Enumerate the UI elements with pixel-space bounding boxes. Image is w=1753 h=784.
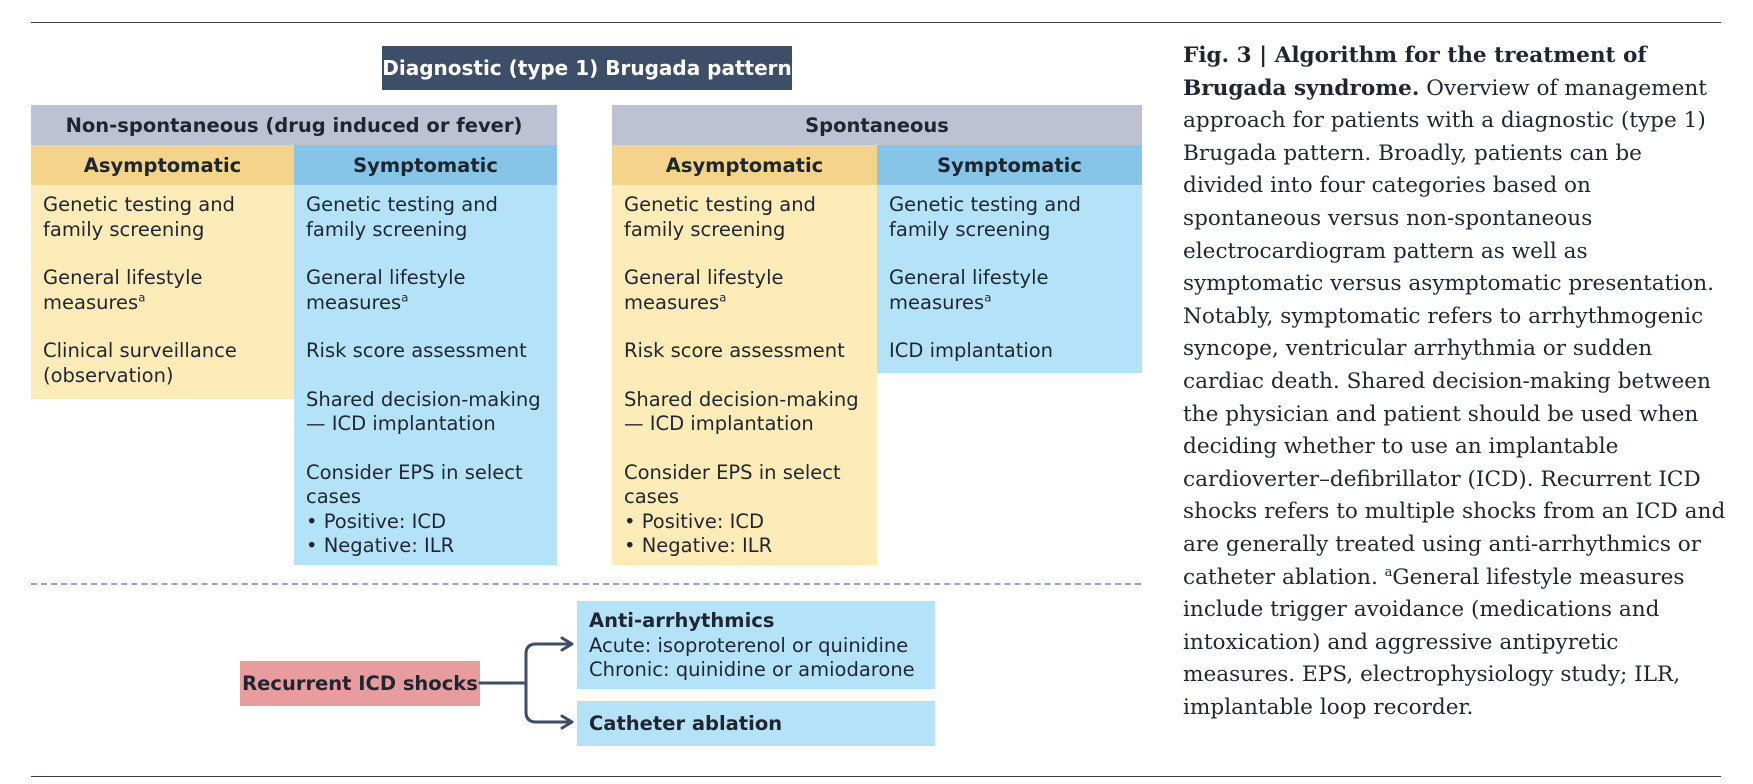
list-item: Genetic testing and family screening <box>43 193 235 241</box>
list-item: General lifestyle measuresa <box>306 266 466 314</box>
bullet-item: • Negative: ILR <box>306 534 455 557</box>
column-spontaneous-symptomatic: Genetic testing and family screening Gen… <box>877 185 1142 373</box>
list-item: General lifestyle measuresa <box>624 266 784 314</box>
diagram-title: Diagnostic (type 1) Brugada pattern <box>382 46 792 90</box>
list-item: General lifestyle measuresa <box>889 266 1049 314</box>
list-item: Clinical surveillance (observation) <box>43 339 237 387</box>
connector-branch-upper <box>524 642 538 724</box>
bullet-item: • Negative: ILR <box>624 534 773 557</box>
column-head-symptomatic: Symptomatic <box>877 145 1142 185</box>
anti-arrhythmics-title: Anti-arrhythmics <box>589 609 775 632</box>
bullet-item: • Positive: ICD <box>624 509 765 533</box>
column-head-asymptomatic: Asymptomatic <box>612 145 877 185</box>
arrowhead-lower <box>560 714 574 730</box>
list-item: Risk score assessment <box>624 339 845 362</box>
column-nonspontaneous-asymptomatic: Genetic testing and family screening Gen… <box>31 185 294 399</box>
section-divider <box>31 583 1141 585</box>
column-nonspontaneous-symptomatic: Genetic testing and family screening Gen… <box>294 185 557 565</box>
list-item: General lifestyle measuresa <box>43 266 203 314</box>
catheter-ablation-box: Catheter ablation <box>577 701 935 746</box>
arrowhead-upper <box>560 636 574 652</box>
column-head-symptomatic: Symptomatic <box>294 145 557 185</box>
bottom-rule <box>31 776 1721 777</box>
anti-chronic: Chronic: quinidine or amiodarone <box>589 658 915 681</box>
caption-label: Fig. 3 | Algorithm for the treatment of … <box>1183 43 1647 101</box>
group-non-spontaneous: Non-spontaneous (drug induced or fever) <box>31 105 557 145</box>
list-item: Genetic testing and family screening <box>306 193 498 241</box>
anti-arrhythmics-box: Anti-arrhythmics Acute: isoproterenol or… <box>577 601 935 689</box>
list-item: Shared decision-making — ICD implantatio… <box>624 387 859 436</box>
list-item: Consider EPS in select cases • Positive:… <box>306 461 545 559</box>
column-head-asymptomatic: Asymptomatic <box>31 145 294 185</box>
list-item: Consider EPS in select cases • Positive:… <box>624 461 865 559</box>
group-spontaneous: Spontaneous <box>612 105 1142 145</box>
top-rule <box>31 22 1721 23</box>
caption-footnote-text: General lifestyle measures include trigg… <box>1183 564 1685 720</box>
list-item: Shared decision-making — ICD implantatio… <box>306 387 541 436</box>
anti-acute: Acute: isoproterenol or quinidine <box>589 633 909 657</box>
list-item: Genetic testing and family screening <box>889 193 1081 241</box>
column-spontaneous-asymptomatic: Genetic testing and family screening Gen… <box>612 185 877 565</box>
list-item: Genetic testing and family screening <box>624 193 816 241</box>
recurrent-icd-shocks-box: Recurrent ICD shocks <box>240 661 480 706</box>
list-item: Risk score assessment <box>306 339 527 362</box>
figure-caption: Fig. 3 | Algorithm for the treatment of … <box>1183 40 1728 724</box>
caption-footnote-mark: a <box>1384 564 1393 580</box>
bullet-item: • Positive: ICD <box>306 509 447 533</box>
list-item: ICD implantation <box>889 339 1054 362</box>
caption-text: Overview of management approach for pati… <box>1183 75 1726 590</box>
